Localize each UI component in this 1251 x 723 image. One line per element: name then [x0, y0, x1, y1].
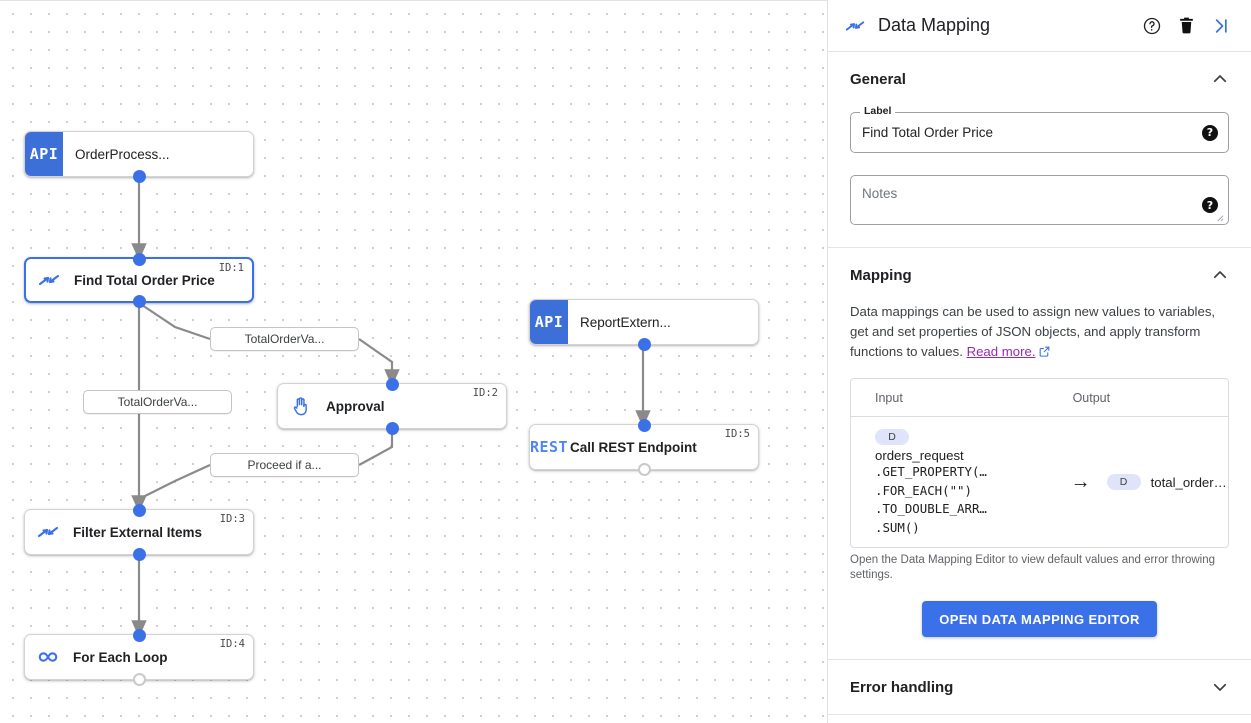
data-mapping-icon [840, 15, 870, 37]
input-type-chip: D [875, 429, 909, 445]
mapping-helper-note: Open the Data Mapping Editor to view def… [850, 554, 1216, 581]
node-title: For Each Loop [73, 649, 168, 665]
external-link-icon[interactable] [1038, 344, 1051, 364]
mapping-arrow-icon: → [1070, 470, 1091, 493]
help-circle-icon[interactable] [1135, 9, 1169, 43]
workflow-node-filter-external-items[interactable]: Filter External Items ID:3 [24, 503, 254, 561]
edge-label-total-order-value-1[interactable]: TotalOrderVa... [210, 327, 359, 351]
infinity-icon [25, 635, 71, 679]
panel-title: Data Mapping [878, 15, 991, 35]
mapping-section: Mapping Data mappings can be used to ass… [828, 248, 1251, 659]
node-port-bottom[interactable] [132, 547, 146, 561]
mapping-section-title: Mapping [850, 266, 912, 284]
mapping-button-row: OPEN DATA MAPPING EDITOR [850, 601, 1229, 659]
node-port-top[interactable] [132, 503, 146, 517]
mapping-section-header[interactable]: Mapping [850, 248, 1229, 302]
mapping-table: Input Output D orders_request .GET_PROPE… [850, 378, 1229, 548]
expr-line: .GET_PROPERTY(… [875, 464, 987, 479]
api-badge: API [530, 300, 568, 344]
api-badge: API [25, 132, 63, 176]
node-id-label: ID:1 [218, 262, 244, 274]
node-port-bottom[interactable] [132, 169, 146, 183]
input-variable-name: orders_request [875, 448, 964, 463]
panel-header: Data Mapping [828, 0, 1251, 52]
data-mapping-icon [26, 259, 72, 301]
read-more-link[interactable]: Read more. [966, 344, 1036, 359]
chevron-down-icon[interactable] [1211, 678, 1229, 696]
node-port-top[interactable] [132, 628, 146, 642]
notes-field[interactable]: Notes ? [850, 175, 1229, 225]
output-variable-name: total_order… [1150, 474, 1227, 490]
trash-icon[interactable] [1169, 9, 1203, 43]
node-title: Find Total Order Price [74, 272, 215, 288]
label-help-icon[interactable]: ? [1202, 124, 1218, 141]
error-handling-section-header[interactable]: Error handling [850, 660, 1229, 714]
canvas-top-rule [0, 0, 828, 1]
section-divider-3 [828, 714, 1251, 715]
node-id-label: ID:5 [724, 428, 750, 440]
general-section: General Label Find Total Order Price ? N… [828, 52, 1251, 247]
mapping-row[interactable]: D orders_request .GET_PROPERTY(… .FOR_EA… [851, 417, 1228, 547]
node-id-label: ID:2 [472, 387, 498, 399]
node-title: Call REST Endpoint [570, 439, 697, 455]
node-title: OrderProcess... [75, 146, 170, 162]
chevron-up-icon[interactable] [1211, 70, 1229, 88]
expr-line: .FOR_EACH("") [875, 482, 972, 498]
workflow-node-api-orderprocess[interactable]: API OrderProcess... [24, 131, 254, 183]
workflow-node-for-each-loop[interactable]: For Each Loop ID:4 [24, 628, 254, 686]
open-data-mapping-editor-button[interactable]: OPEN DATA MAPPING EDITOR [922, 601, 1157, 637]
chevron-up-icon[interactable] [1211, 266, 1229, 284]
error-handling-section: Error handling [828, 660, 1251, 714]
node-port-top[interactable] [385, 377, 399, 391]
section-divider-2 [828, 659, 1251, 660]
data-mapping-icon [25, 510, 71, 554]
node-title: ReportExtern... [580, 314, 671, 330]
node-port-top[interactable] [132, 252, 146, 266]
workflow-node-approval[interactable]: Approval ID:2 [277, 377, 507, 435]
label-field-value: Find Total Order Price [862, 125, 994, 140]
edge-label-proceed-if-approved[interactable]: Proceed if a... [210, 453, 359, 477]
node-id-label: ID:4 [219, 638, 245, 650]
node-title: Approval [326, 398, 385, 414]
notes-resize-handle[interactable] [1215, 213, 1224, 222]
node-title: Filter External Items [73, 524, 203, 540]
rest-badge: REST [530, 425, 568, 469]
expr-line: .TO_DOUBLE_ARR… [875, 501, 987, 516]
mapping-description-text: Data mappings can be used to assign new … [850, 304, 1216, 359]
mapping-table-header: Input Output [851, 379, 1228, 417]
node-port-bottom[interactable] [385, 421, 399, 435]
node-port-bottom[interactable] [637, 462, 651, 476]
input-expression: .GET_PROPERTY(… .FOR_EACH("") .TO_DOUBLE… [875, 463, 1055, 537]
mapping-description: Data mappings can be used to assign new … [850, 302, 1229, 364]
node-port-top[interactable] [637, 418, 651, 432]
notes-field-placeholder: Notes [862, 186, 898, 201]
node-port-bottom[interactable] [637, 337, 651, 351]
workflow-canvas[interactable]: API OrderProcess... Find Total Order Price… [0, 0, 828, 723]
label-field[interactable]: Label Find Total Order Price ? [850, 106, 1229, 153]
general-section-header[interactable]: General [850, 52, 1229, 106]
workflow-node-api-reportextern[interactable]: API ReportExtern... [529, 299, 759, 351]
output-type-chip: D [1106, 474, 1141, 490]
mapping-output-cell: D total_order… [1106, 474, 1228, 490]
node-id-label: ID:3 [219, 513, 245, 525]
edge-label-total-order-value-2[interactable]: TotalOrderVa... [83, 390, 232, 414]
notes-help-icon[interactable]: ? [1202, 197, 1218, 213]
expr-line: .SUM() [875, 519, 920, 535]
collapse-panel-icon[interactable] [1203, 9, 1237, 43]
column-header-output: Output [1072, 390, 1111, 405]
general-section-title: General [850, 70, 906, 88]
node-port-bottom[interactable] [132, 672, 146, 686]
section-divider-1 [828, 247, 1251, 248]
properties-panel: Data Mapping [828, 0, 1251, 723]
label-field-legend: Label [860, 106, 896, 117]
canvas-panel-divider [827, 0, 828, 723]
error-handling-section-title: Error handling [850, 678, 954, 696]
column-header-input: Input [875, 390, 903, 405]
connector-layer [131, 177, 651, 638]
node-port-bottom[interactable] [132, 294, 146, 308]
hand-icon [278, 384, 324, 428]
mapping-input-cell: D orders_request .GET_PROPERTY(… .FOR_EA… [851, 427, 1055, 537]
